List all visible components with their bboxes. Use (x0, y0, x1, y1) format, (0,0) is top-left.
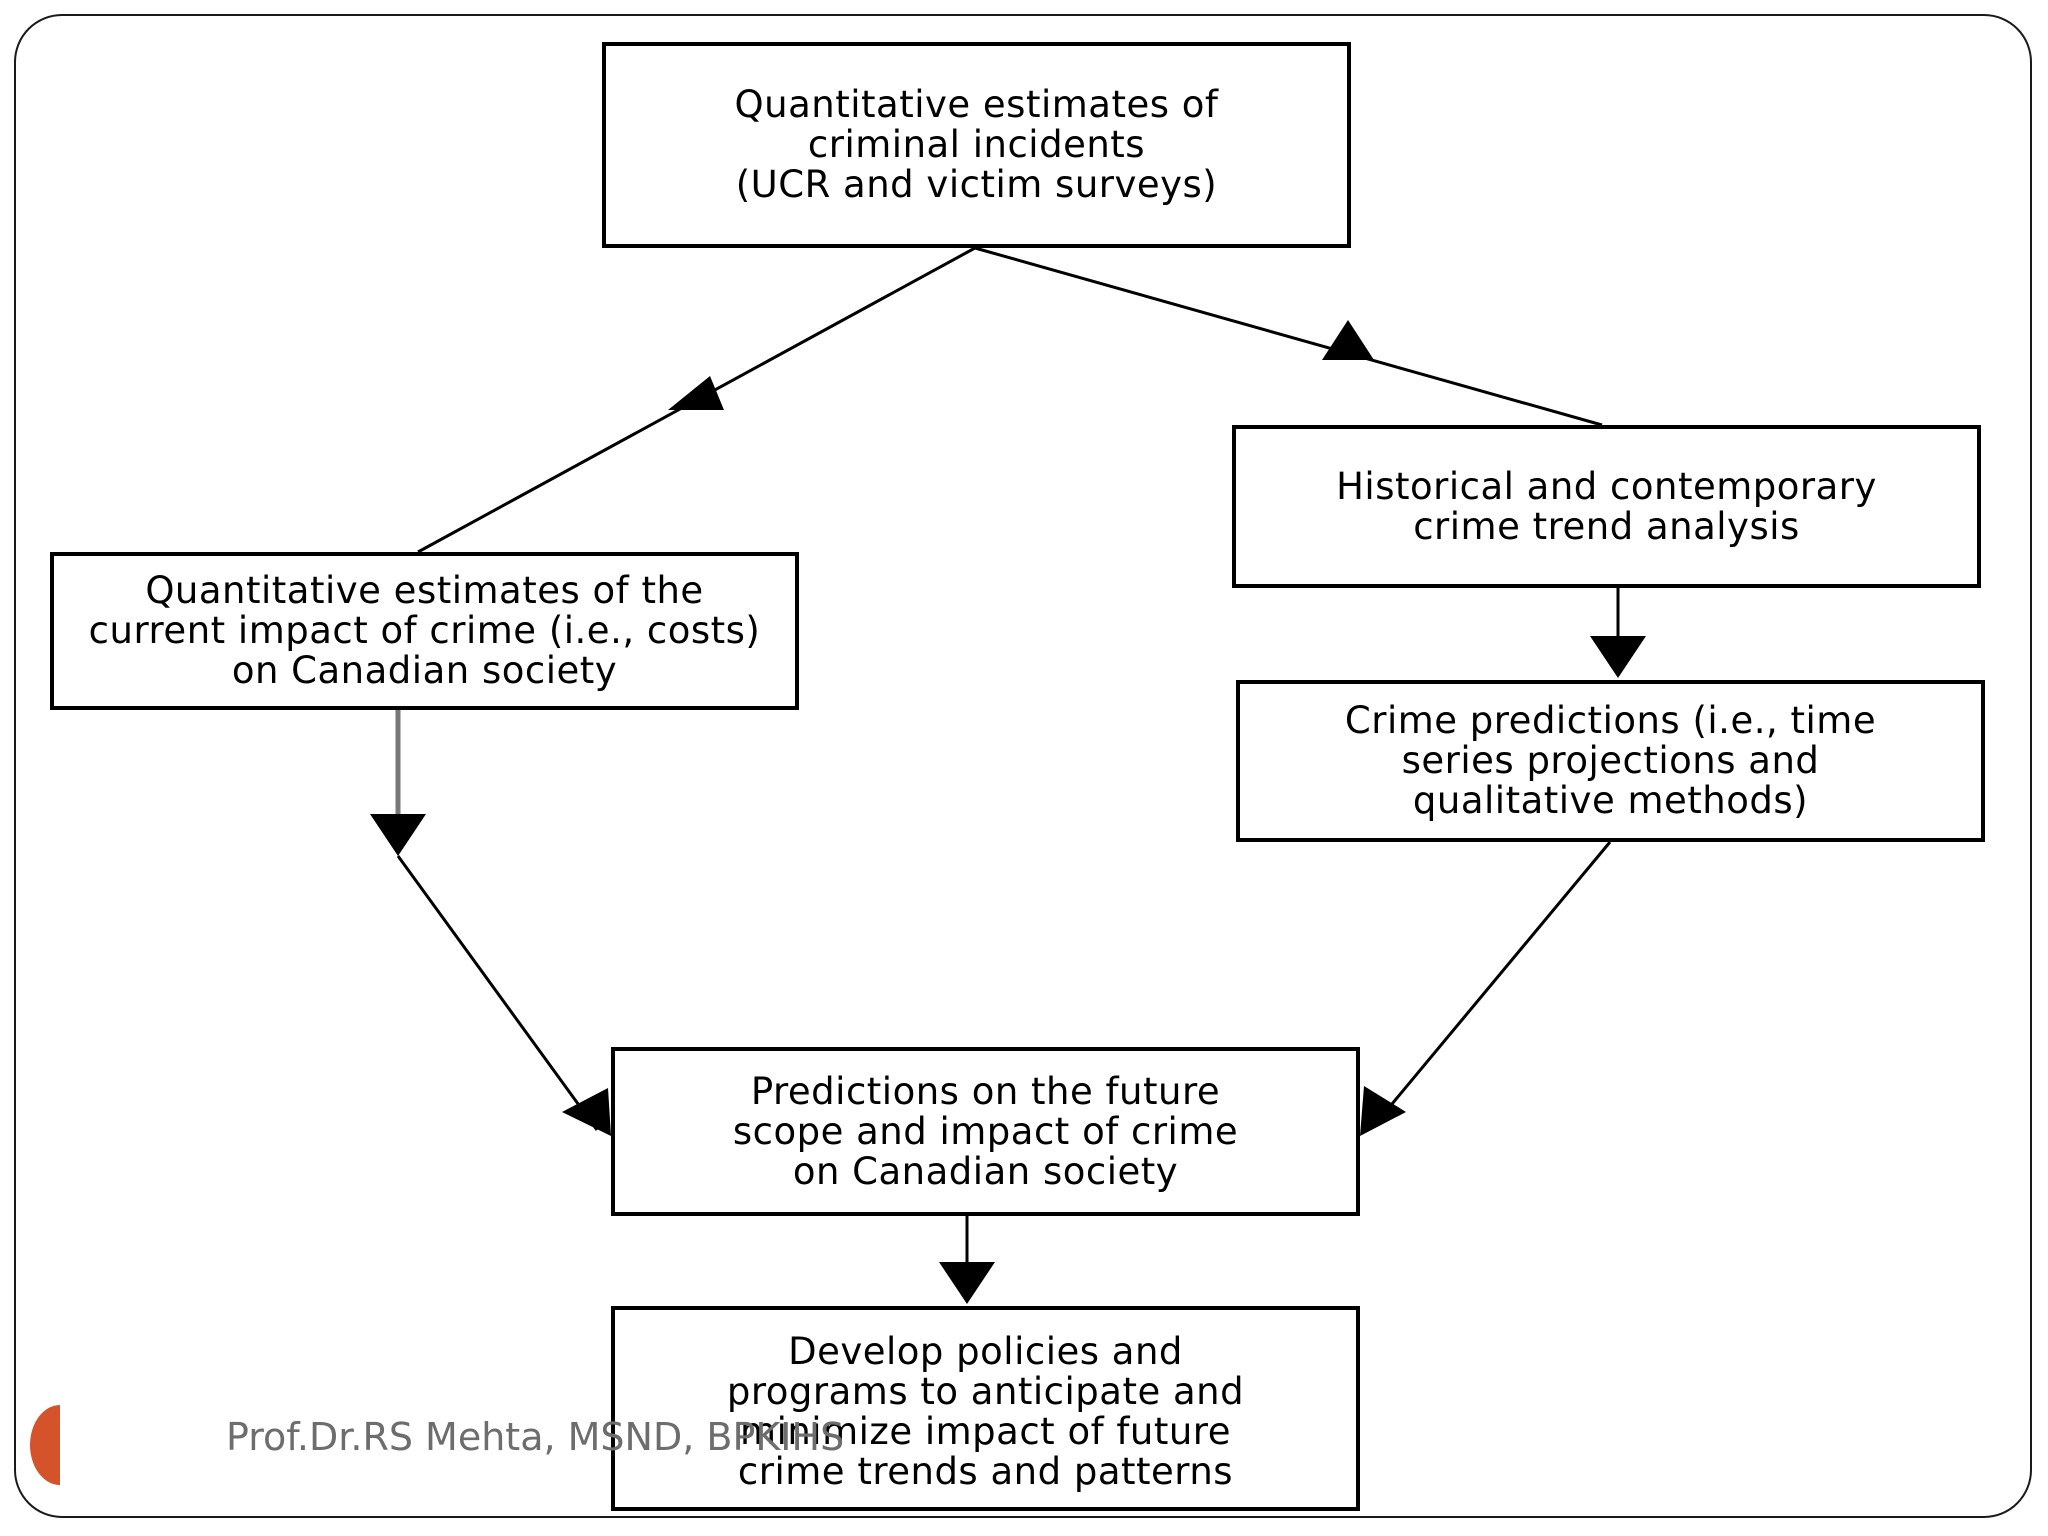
accent-shape (30, 1405, 60, 1485)
arrowhead-left-down (370, 814, 426, 856)
box-future-scope-predictions: Predictions on the future scope and impa… (611, 1047, 1360, 1216)
box-current-impact-of-crime: Quantitative estimates of the current im… (50, 552, 799, 710)
box-crime-predictions: Crime predictions (i.e., time series pro… (1236, 680, 1985, 842)
arrowhead-top-to-trend (1322, 320, 1374, 360)
footer-author: Prof.Dr.RS Mehta, MSND, BPKIHS (226, 1415, 845, 1459)
arrowhead-future-to-develop (939, 1262, 995, 1304)
connector-left-to-future (396, 855, 599, 1131)
arrowhead-predictions-to-future (1360, 1086, 1406, 1136)
connector-top-to-trend (974, 246, 1603, 427)
arrowhead-top-to-left (668, 376, 724, 410)
box-develop-policies: Develop policies and programs to anticip… (611, 1306, 1360, 1511)
arrowhead-trend-to-predictions (1590, 636, 1646, 678)
box-crime-trend-analysis: Historical and contemporary crime trend … (1232, 425, 1981, 588)
connector-predictions-to-future (1370, 841, 1612, 1129)
box-quantitative-estimates-incidents: Quantitative estimates of criminal incid… (602, 42, 1351, 248)
arrowhead-left-to-future (562, 1088, 611, 1136)
